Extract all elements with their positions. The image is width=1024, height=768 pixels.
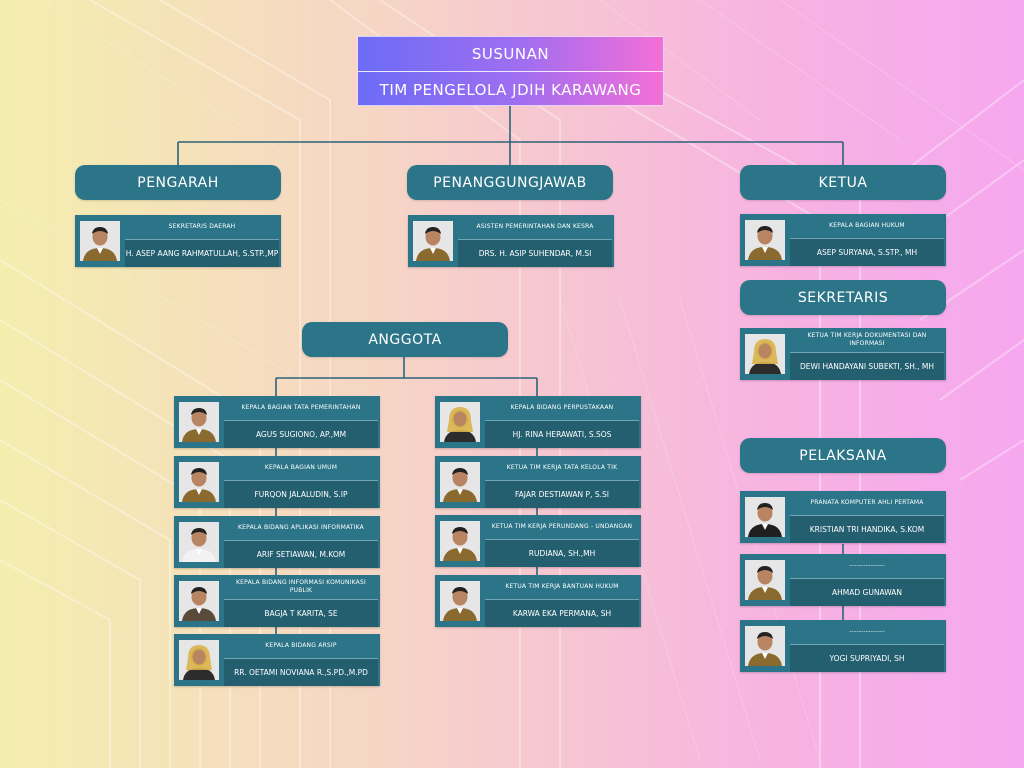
- member-photo: [745, 220, 785, 260]
- member-name: YOGI SUPRIYADI, SH: [790, 645, 944, 672]
- section-ketua: KETUA: [740, 165, 946, 200]
- member-role: ---------------: [790, 620, 944, 645]
- member-card: ---------------YOGI SUPRIYADI, SH: [740, 620, 946, 672]
- member-name: DRS. H. ASIP SUHENDAR, M.SI: [458, 240, 612, 267]
- section-sekretaris: SEKRETARIS: [740, 280, 946, 315]
- member-photo: [179, 522, 219, 562]
- member-name: AGUS SUGIONO, AP.,MM: [224, 421, 378, 448]
- member-name: KARWA EKA PERMANA, SH: [485, 600, 639, 627]
- member-photo: [440, 402, 480, 442]
- chart-title-box: SUSUNAN TIM PENGELOLA JDIH KARAWANG: [357, 36, 664, 106]
- member-role: KETUA TIM KERJA PERUNDANG - UNDANGAN: [485, 515, 639, 540]
- member-name: H. ASEP AANG RAHMATULLAH, S.STP.,MP: [125, 240, 279, 267]
- member-role: PRANATA KOMPUTER AHLI PERTAMA: [790, 491, 944, 516]
- member-role: KEPALA BAGIAN UMUM: [224, 456, 378, 481]
- member-role: SEKRETARIS DAERAH: [125, 215, 279, 240]
- member-photo: [440, 462, 480, 502]
- member-role: KEPALA BAGIAN TATA PEMERINTAHAN: [224, 396, 378, 421]
- member-photo: [440, 581, 480, 621]
- section-pengarah: PENGARAH: [75, 165, 281, 200]
- title-line-1: SUSUNAN: [358, 37, 663, 72]
- member-photo: [745, 497, 785, 537]
- member-card: KEPALA BIDANG INFORMASI KOMUNIKASI PUBLI…: [174, 575, 380, 627]
- member-photo: [413, 221, 453, 261]
- member-role: ---------------: [790, 554, 944, 579]
- member-photo: [745, 560, 785, 600]
- title-line-2: TIM PENGELOLA JDIH KARAWANG: [379, 80, 642, 99]
- member-photo: [440, 521, 480, 561]
- member-role: KEPALA BIDANG ARSIP: [224, 634, 378, 659]
- member-role: KEPALA BAGIAN HUKUM: [790, 214, 944, 239]
- section-pelaksana: PELAKSANA: [740, 438, 946, 473]
- member-name: ASEP SURYANA, S.STP., MH: [790, 239, 944, 266]
- member-name: FAJAR DESTIAWAN P, S.SI: [485, 481, 639, 508]
- member-card: KETUA TIM KERJA DOKUMENTASI DAN INFORMAS…: [740, 328, 946, 380]
- member-role: KEPALA BIDANG INFORMASI KOMUNIKASI PUBLI…: [224, 575, 378, 600]
- member-name: BAGJA T KARITA, SE: [224, 600, 378, 627]
- member-name: RUDIANA, SH.,MH: [485, 540, 639, 567]
- member-photo: [179, 462, 219, 502]
- member-role: ASISTEN PEMERINTAHAN DAN KESRA: [458, 215, 612, 240]
- member-name: DEWI HANDAYANI SUBEKTI, SH., MH: [790, 353, 944, 380]
- member-photo: [745, 334, 785, 374]
- member-photo: [80, 221, 120, 261]
- member-name: FURQON JALALUDIN, S.IP: [224, 481, 378, 508]
- member-name: KRISTIAN TRI HANDIKA, S.KOM: [790, 516, 944, 543]
- member-name: ARIF SETIAWAN, M.KOM: [224, 541, 378, 568]
- member-photo: [179, 640, 219, 680]
- member-name: HJ. RINA HERAWATI, S.SOS: [485, 421, 639, 448]
- member-photo: [179, 402, 219, 442]
- member-role: KETUA TIM KERJA TATA KELOLA TIK: [485, 456, 639, 481]
- member-name: AHMAD GUNAWAN: [790, 579, 944, 606]
- member-role: KEPALA BIDANG PERPUSTAKAAN: [485, 396, 639, 421]
- member-role: KEPALA BIDANG APLIKASI INFORMATIKA: [224, 516, 378, 541]
- member-photo: [745, 626, 785, 666]
- member-photo: [179, 581, 219, 621]
- section-penanggungjawab: PENANGGUNGJAWAB: [407, 165, 613, 200]
- member-card: ---------------AHMAD GUNAWAN: [740, 554, 946, 606]
- section-anggota: ANGGOTA: [302, 322, 508, 357]
- member-role: KETUA TIM KERJA DOKUMENTASI DAN INFORMAS…: [790, 328, 944, 353]
- member-role: KETUA TIM KERJA BANTUAN HUKUM: [485, 575, 639, 600]
- member-name: RR. OETAMI NOVIANA R.,S.PD.,M.PD: [224, 659, 378, 686]
